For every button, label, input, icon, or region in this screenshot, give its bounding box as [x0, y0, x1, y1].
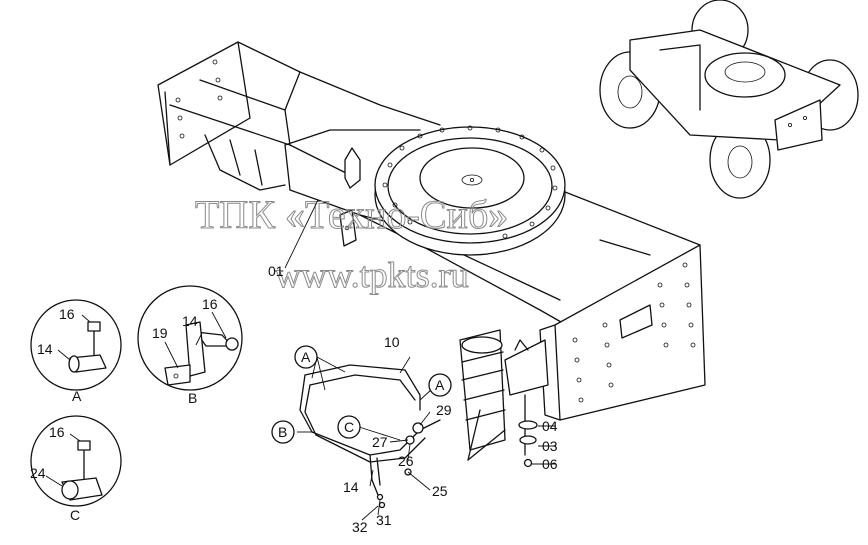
detail-b: 16 14 19 B [137, 285, 243, 406]
watermark-line1: ТПК «Техно-Сиб» [195, 192, 508, 237]
right-end-plate [504, 244, 706, 421]
watermark: ТПК «Техно-Сиб» www.tpkts.ru [195, 192, 509, 296]
main-frame [157, 41, 701, 331]
part-06: 06 [542, 456, 558, 472]
detail-a-part-14: 14 [37, 341, 53, 357]
part-32: 32 [352, 519, 368, 535]
callout-a-right: A [428, 373, 452, 397]
part-01: 01 [268, 263, 284, 279]
part-labels: 01 10 29 27 26 25 14 31 32 04 03 06 [268, 263, 558, 535]
leader-lines [284, 199, 556, 521]
part-27: 27 [372, 434, 388, 450]
detail-b-part-16: 16 [202, 296, 218, 312]
detail-c-title: C [70, 507, 80, 523]
detail-a-part-16: 16 [59, 306, 75, 322]
detail-b-part-19: 19 [152, 325, 168, 341]
callout-b: B [271, 420, 295, 444]
machine-overview-inset [599, 0, 859, 199]
part-31: 31 [376, 512, 392, 528]
callout-a-right-label: A [435, 377, 445, 393]
callout-a-top-label: A [301, 349, 311, 365]
part-29: 29 [436, 402, 452, 418]
callout-c-label: C [344, 419, 354, 435]
detail-b-title: B [188, 390, 197, 406]
detail-c: 16 24 C [30, 415, 122, 523]
part-03: 03 [542, 438, 558, 454]
part-04: 04 [542, 418, 558, 434]
callout-a-top: A [294, 345, 318, 369]
detail-c-part-16: 16 [49, 424, 65, 440]
part-25: 25 [432, 483, 448, 499]
part-10: 10 [384, 334, 400, 350]
part-26: 26 [398, 453, 414, 469]
part-14-main: 14 [343, 479, 359, 495]
detail-a-title: A [72, 388, 82, 404]
retainer-parts [518, 394, 538, 468]
slewing-ring [374, 125, 566, 256]
swivel-joint [459, 329, 506, 461]
callout-c: C [337, 415, 361, 439]
hose-assembly [299, 364, 441, 509]
callout-b-label: B [278, 424, 287, 440]
detail-c-part-24: 24 [30, 465, 46, 481]
detail-b-part-14: 14 [182, 313, 198, 329]
detail-a: 16 14 A [30, 299, 122, 404]
watermark-line2: www.tpkts.ru [275, 255, 469, 295]
